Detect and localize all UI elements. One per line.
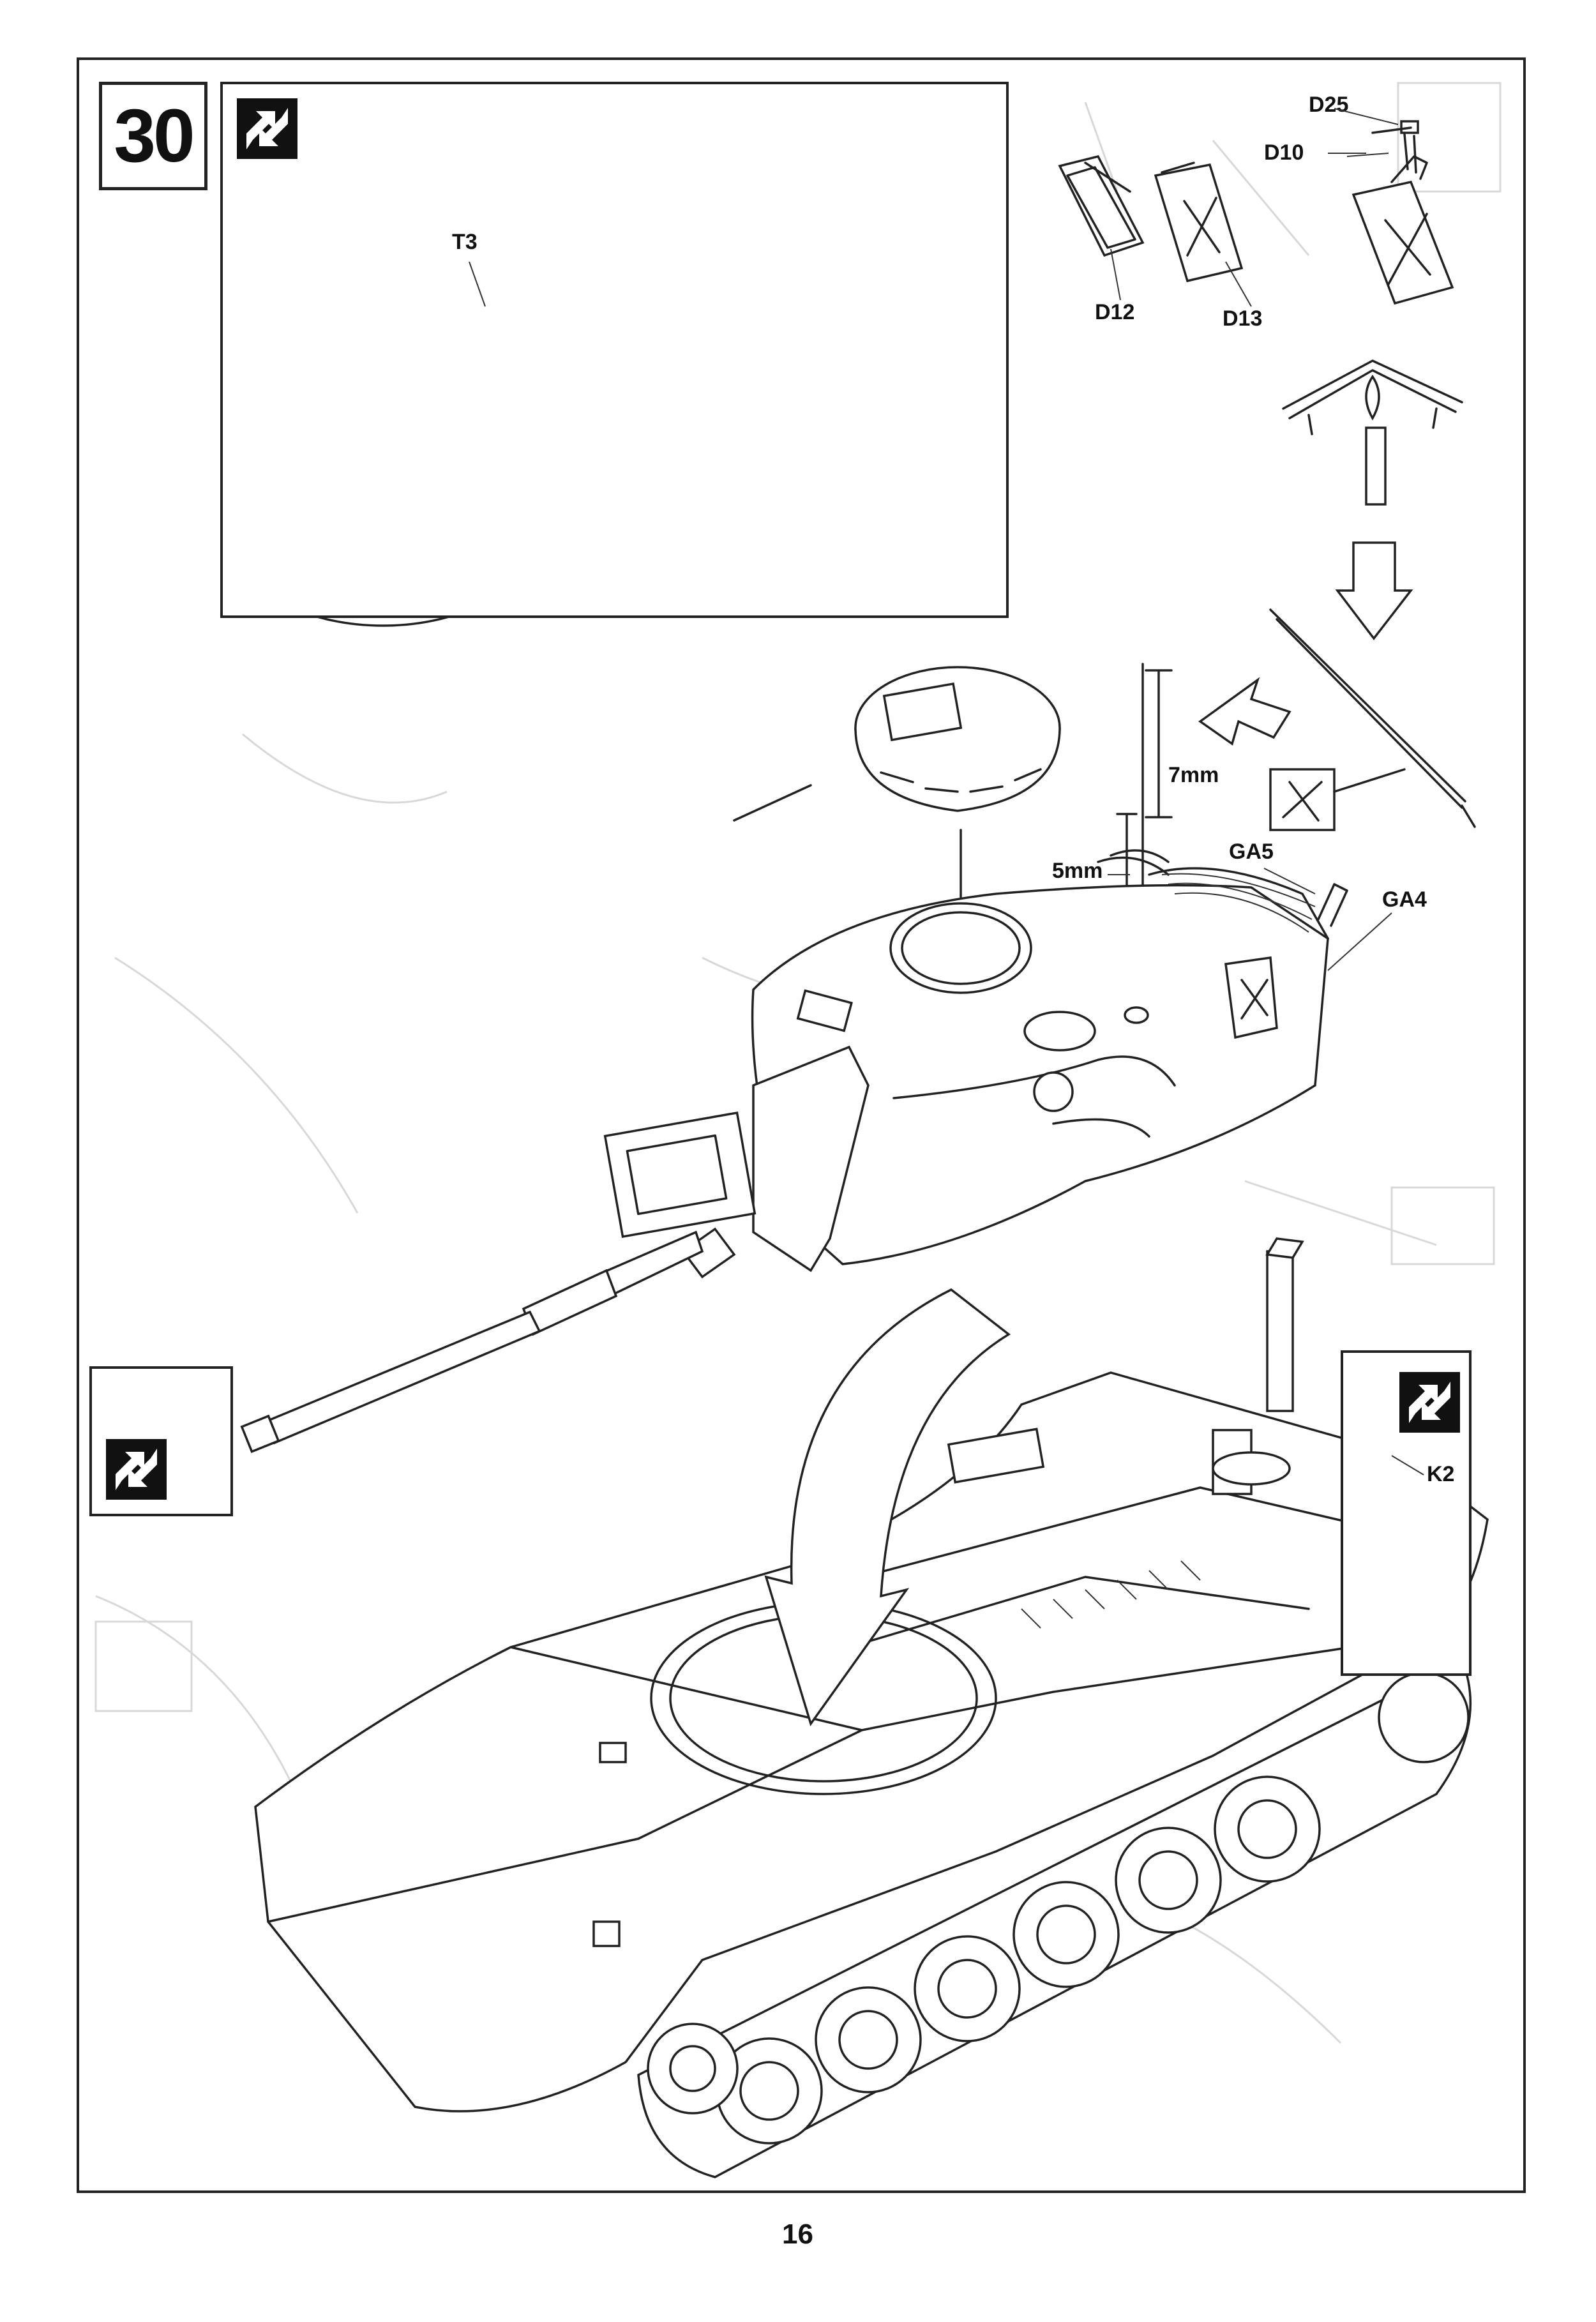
hollow-arrow [1198,677,1291,746]
part-label-d12: D12 [1095,300,1135,324]
part-label-ga4: GA4 [1382,887,1427,912]
part-label-k2: K2 [1427,1462,1455,1486]
part-label-ga5: GA5 [1229,840,1274,864]
repeat-opposite-side-icon [1399,1372,1460,1433]
detail-inset-turret-rear [220,82,1009,618]
mantlet [603,1045,870,1272]
jerrycan-d12 [1058,155,1145,257]
repeat-opposite-side-icon [237,98,297,159]
track-and-wheels [637,1658,1472,2178]
part-label-d25: D25 [1309,93,1349,117]
bleed-through-marks [94,82,1502,2044]
page-number: 16 [782,2219,813,2250]
step-number: 30 [114,94,195,178]
measure-7mm [1141,663,1173,908]
side-cutter-icon [1269,608,1476,831]
tank-hull [254,1237,1489,2113]
gun-barrel [188,1227,736,1485]
stretched-sprue [1282,359,1463,506]
part-label-d13: D13 [1223,306,1263,331]
repeat-opposite-side-icon [106,1439,167,1500]
part-label-t3: T3 [452,230,478,254]
down-arrow-icon [1335,541,1413,640]
commander-cupola [733,666,1061,921]
turret-body [751,849,1348,1265]
measure-label-5mm: 5mm [1052,859,1103,883]
part-label-d10: D10 [1264,140,1304,165]
page-frame [77,57,1526,2193]
turret-placement-arrow [764,1288,1011,1726]
jerrycan-d13 [1154,162,1244,283]
measure-label-7mm: 7mm [1168,763,1219,787]
detail-inset-muzzle [89,1366,233,1516]
detail-inset-antenna [1341,1350,1472,1676]
step-number-box: 30 [99,82,207,190]
jerrycan-d10-assembly [1346,120,1454,305]
